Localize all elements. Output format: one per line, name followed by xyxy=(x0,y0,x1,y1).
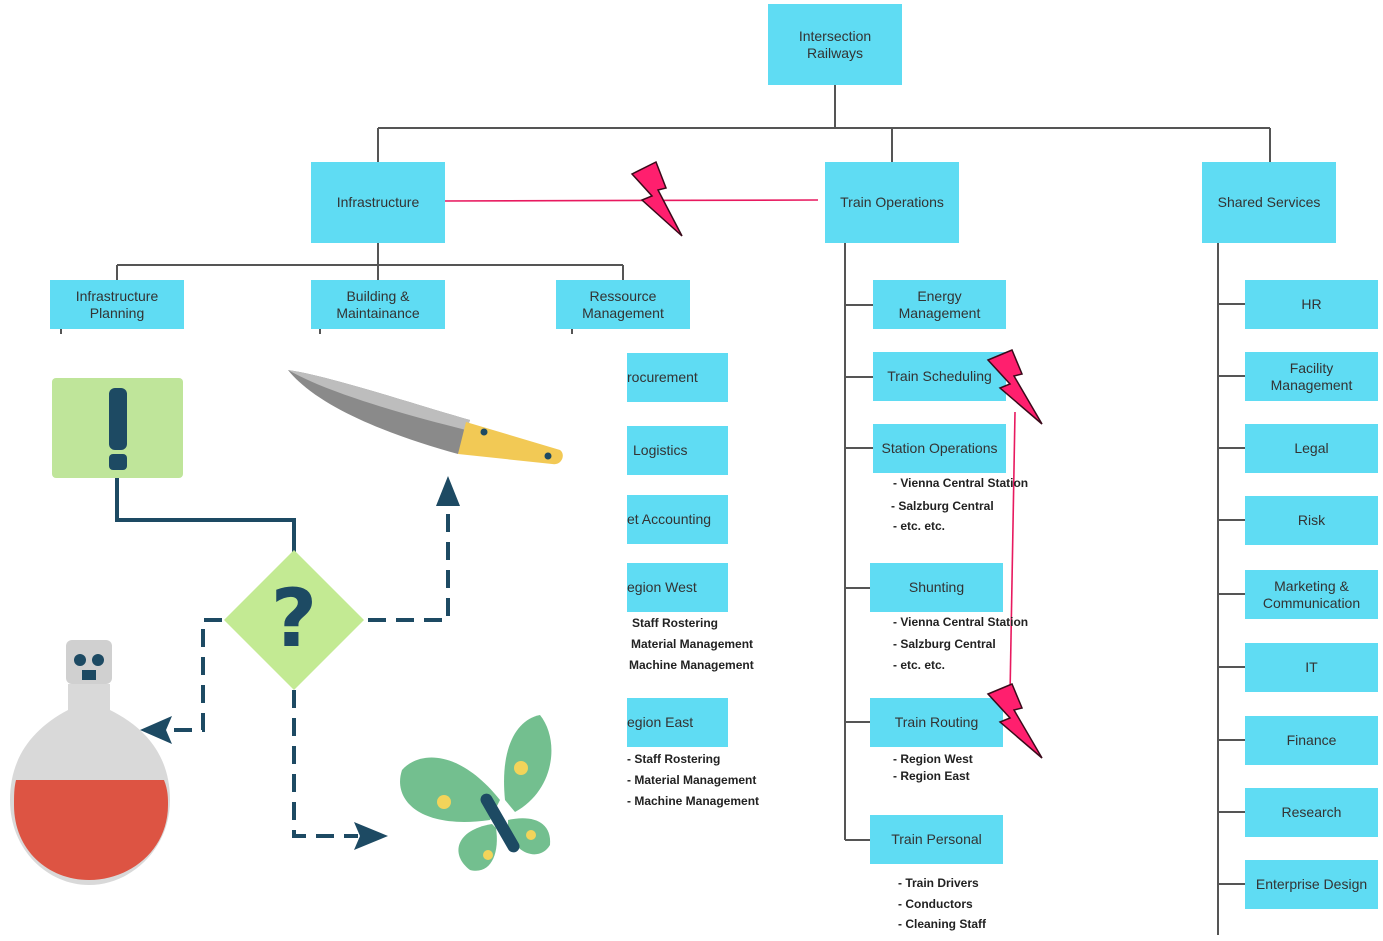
knife-icon xyxy=(288,370,563,465)
shunting-item: - Vienna Central Station xyxy=(893,615,1029,629)
region-west-item: Staff Rostering xyxy=(632,616,719,630)
lightning-icon xyxy=(986,683,1043,759)
node-ressource-management[interactable]: Ressource Management xyxy=(556,280,690,329)
node-risk[interactable]: Risk xyxy=(1245,496,1378,545)
node-region-east[interactable]: egion East xyxy=(627,698,728,747)
question-icon: ? xyxy=(224,550,364,690)
node-enterprise-design[interactable]: Enterprise Design xyxy=(1245,860,1378,909)
node-legal[interactable]: Legal xyxy=(1245,424,1378,473)
node-region-west[interactable]: egion West xyxy=(627,563,728,612)
node-logistics[interactable]: Logistics xyxy=(627,426,728,475)
node-train-personal[interactable]: Train Personal xyxy=(870,815,1003,864)
node-train-scheduling[interactable]: Train Scheduling xyxy=(873,352,1006,401)
root-node[interactable]: Intersection Railways xyxy=(768,4,902,85)
node-shunting[interactable]: Shunting xyxy=(870,563,1003,612)
node-station-operations[interactable]: Station Operations xyxy=(873,424,1006,473)
node-asset-accounting[interactable]: et Accounting xyxy=(627,495,728,544)
decision-illustration: ? xyxy=(10,370,563,885)
shunting-item: - Salzburg Central xyxy=(893,637,996,651)
butterfly-icon xyxy=(400,715,552,871)
region-west-item: Machine Management xyxy=(629,658,754,672)
lightning-icon xyxy=(986,349,1043,425)
node-procurement[interactable]: rocurement xyxy=(627,353,728,402)
exclamation-icon xyxy=(52,378,183,478)
personal-item: - Conductors xyxy=(898,897,973,911)
shunting-item: - etc. etc. xyxy=(893,658,946,672)
station-ops-item: - etc. etc. xyxy=(893,519,946,533)
node-infrastructure[interactable]: Infrastructure xyxy=(311,162,445,243)
personal-item: - Train Drivers xyxy=(898,876,979,890)
node-train-operations[interactable]: Train Operations xyxy=(825,162,959,243)
region-east-item: - Machine Management xyxy=(627,794,760,808)
routing-item: - Region East xyxy=(893,769,970,783)
node-infrastructure-planning[interactable]: Infrastructure Planning xyxy=(50,280,184,329)
region-east-item: - Staff Rostering xyxy=(627,752,721,766)
station-ops-item: - Salzburg Central xyxy=(891,499,994,513)
personal-item: - Cleaning Staff xyxy=(898,917,987,931)
node-building-maintainance[interactable]: Building & Maintainance xyxy=(311,280,445,329)
node-facility-management[interactable]: Facility Management xyxy=(1245,352,1378,401)
node-finance[interactable]: Finance xyxy=(1245,716,1378,765)
lightning-icon xyxy=(630,160,683,237)
region-east-item: - Material Management xyxy=(627,773,757,787)
routing-item: - Region West xyxy=(893,752,973,766)
node-shared-services[interactable]: Shared Services xyxy=(1202,162,1336,243)
node-hr[interactable]: HR xyxy=(1245,280,1378,329)
region-west-item: Material Management xyxy=(631,637,754,651)
poison-flask-icon xyxy=(10,640,170,885)
node-it[interactable]: IT xyxy=(1245,643,1378,692)
node-train-routing[interactable]: Train Routing xyxy=(870,698,1003,747)
node-energy-management[interactable]: Energy Management xyxy=(873,280,1006,329)
station-ops-item: - Vienna Central Station xyxy=(893,476,1029,490)
svg-text:?: ? xyxy=(271,572,317,665)
node-marketing-communication[interactable]: Marketing & Communication xyxy=(1245,570,1378,619)
node-research[interactable]: Research xyxy=(1245,788,1378,837)
